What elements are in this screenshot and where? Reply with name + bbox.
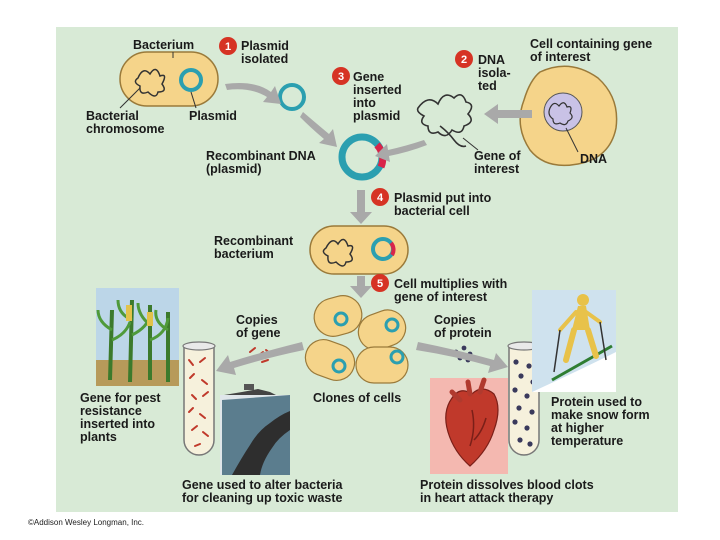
heart-image bbox=[430, 377, 508, 474]
label-step2: DNA isola- ted bbox=[478, 53, 511, 93]
label-recombinant-bacterium: Recombinant bacterium bbox=[214, 234, 294, 261]
test-tube-gene-copies bbox=[182, 341, 216, 456]
label-step4: Plasmid put into bacterial cell bbox=[394, 191, 492, 218]
label-bacterial-chromosome: Bacterial chromosome bbox=[86, 109, 165, 136]
label-gene-of-interest: Gene of interest bbox=[474, 149, 521, 176]
donor-cell bbox=[519, 65, 618, 167]
step-badge-2: 2 bbox=[455, 50, 473, 68]
process-arrows bbox=[216, 83, 532, 375]
label-cell-gene: Cell containing gene of interest bbox=[530, 37, 653, 64]
isolated-plasmid bbox=[278, 83, 306, 111]
label-step1: Plasmid isolated bbox=[241, 39, 289, 66]
skier-image bbox=[532, 290, 616, 392]
label-recombinant-dna: Recombinant DNA (plasmid) bbox=[206, 149, 316, 176]
step-badge-3: 3 bbox=[332, 67, 350, 85]
corn-plants-image bbox=[96, 288, 179, 386]
clones-of-cells bbox=[304, 295, 409, 384]
pointer-dna bbox=[565, 127, 579, 153]
recombinant-bacterium-cell bbox=[309, 225, 409, 275]
copyright: ©Addison Wesley Longman, Inc. bbox=[28, 518, 145, 527]
step-badge-1-text: 1 bbox=[225, 41, 231, 53]
step-badge-5: 5 bbox=[371, 274, 389, 292]
toxic-waste-scene bbox=[220, 384, 290, 475]
label-bacterium: Bacterium bbox=[133, 38, 195, 52]
label-dna: DNA bbox=[580, 152, 608, 166]
label-copies-gene: Copies of gene bbox=[236, 313, 281, 340]
bacterium-cell bbox=[119, 51, 219, 107]
pointer-chromosome bbox=[119, 87, 141, 109]
step-badge-4: 4 bbox=[371, 188, 389, 206]
step-badge-1: 1 bbox=[219, 37, 237, 55]
label-step3: Gene inserted into plasmid bbox=[353, 70, 402, 123]
label-step5: Cell multiplies with gene of interest bbox=[394, 277, 508, 304]
step-badge-4-text: 4 bbox=[377, 192, 384, 204]
label-copies-protein: Copies of protein bbox=[434, 313, 492, 340]
label-blood: Protein dissolves blood clots in heart a… bbox=[420, 478, 594, 505]
label-plasmid: Plasmid bbox=[189, 109, 237, 123]
pointer-gene bbox=[462, 137, 479, 151]
isolated-dna bbox=[416, 94, 473, 148]
label-pest: Gene for pest resistance inserted into p… bbox=[80, 391, 161, 444]
step-badge-3-text: 3 bbox=[338, 71, 344, 83]
pointer-plasmid bbox=[190, 91, 197, 109]
label-toxic: Gene used to alter bacteria for cleaning… bbox=[182, 478, 343, 505]
step-badge-5-text: 5 bbox=[377, 278, 383, 290]
label-clones: Clones of cells bbox=[313, 391, 402, 405]
step-badge-2-text: 2 bbox=[461, 54, 467, 66]
label-snow: Protein used to make snow form at higher… bbox=[551, 395, 650, 448]
